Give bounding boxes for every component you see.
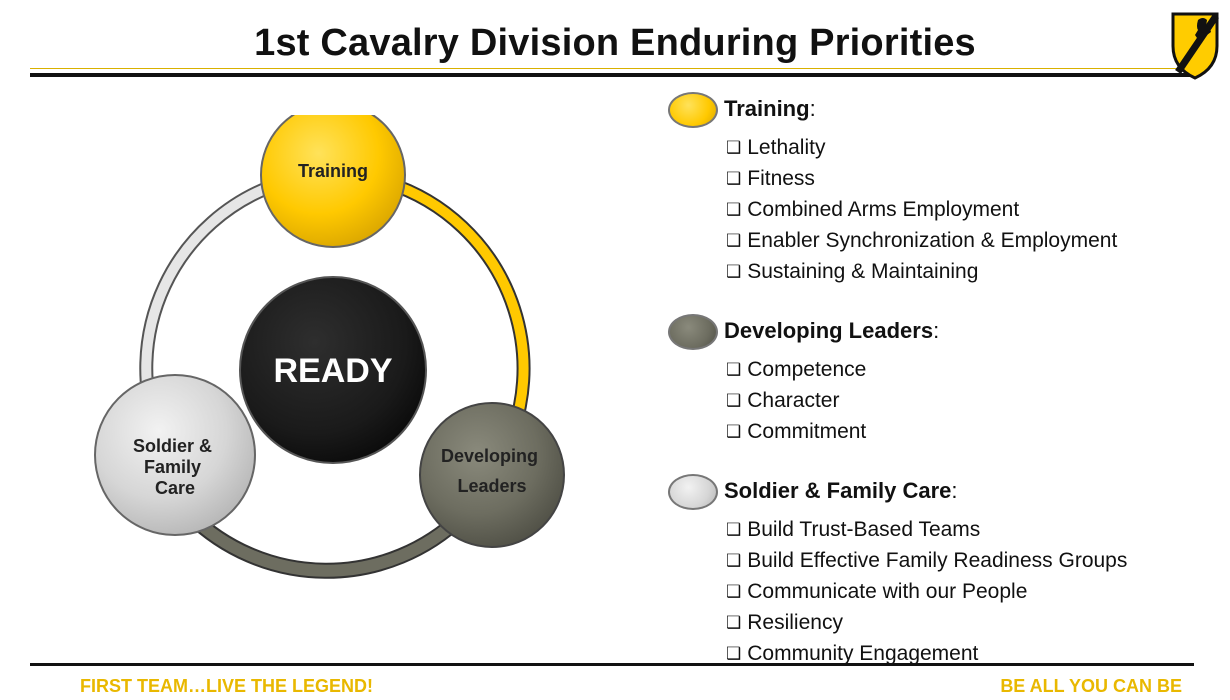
gold-circle-icon bbox=[668, 92, 718, 128]
checkbox-icon: ❑ bbox=[726, 200, 742, 219]
list-item: ❑Lethality bbox=[726, 132, 1117, 163]
list-item: ❑Fitness bbox=[726, 163, 1117, 194]
cavalry-patch-logo bbox=[1171, 12, 1219, 80]
care-node-label-3: Care bbox=[155, 478, 195, 498]
care-node-label-1: Soldier & bbox=[133, 436, 212, 456]
list-item: ❑Build Effective Family Readiness Groups bbox=[726, 545, 1127, 576]
care-node-label-2: Family bbox=[144, 457, 201, 477]
checkbox-icon: ❑ bbox=[726, 582, 742, 601]
section-title: Soldier & Family Care bbox=[724, 478, 952, 503]
checkbox-icon: ❑ bbox=[726, 422, 742, 441]
checkbox-icon: ❑ bbox=[726, 169, 742, 188]
svg-text:Training: Training bbox=[298, 161, 368, 181]
section-title: Training bbox=[724, 96, 810, 121]
checkbox-icon: ❑ bbox=[726, 360, 742, 379]
checkbox-icon: ❑ bbox=[726, 138, 742, 157]
list-item: ❑Competence bbox=[726, 354, 866, 385]
ready-center-circle bbox=[239, 276, 427, 464]
checkbox-icon: ❑ bbox=[726, 231, 742, 250]
list-item: ❑Resiliency bbox=[726, 607, 1127, 638]
list-item: ❑Build Trust-Based Teams bbox=[726, 514, 1127, 545]
training-node bbox=[260, 115, 406, 248]
ready-label: READY bbox=[273, 352, 392, 390]
list-item: ❑Character bbox=[726, 385, 866, 416]
title-underline bbox=[30, 73, 1194, 77]
training-node-label: Training bbox=[298, 161, 368, 181]
page-title: 1st Cavalry Division Enduring Priorities bbox=[254, 22, 976, 64]
light-circle-icon bbox=[668, 474, 718, 510]
checkbox-icon: ❑ bbox=[726, 391, 742, 410]
checkbox-icon: ❑ bbox=[726, 644, 742, 663]
svg-text:Soldier & Family Care: Soldier & Family Care bbox=[133, 436, 217, 498]
leaders-node-label-1: Developing bbox=[441, 446, 538, 466]
footer-rule bbox=[30, 663, 1194, 666]
list-item: ❑Enabler Synchronization & Employment bbox=[726, 225, 1117, 256]
olive-circle-icon bbox=[668, 314, 718, 350]
list-item: ❑Combined Arms Employment bbox=[726, 194, 1117, 225]
checkbox-icon: ❑ bbox=[726, 551, 742, 570]
footer-motto-right: BE ALL YOU CAN BE bbox=[1000, 676, 1182, 696]
section-title: Developing Leaders bbox=[724, 318, 934, 343]
checkbox-icon: ❑ bbox=[726, 520, 742, 539]
list-item: ❑Commitment bbox=[726, 416, 866, 447]
list-item: ❑Sustaining & Maintaining bbox=[726, 256, 1117, 287]
svg-text:Developing Leaders: Developing Leaders bbox=[441, 446, 543, 496]
developing-leaders-node bbox=[419, 402, 565, 548]
soldier-family-care-node bbox=[94, 374, 256, 536]
checkbox-icon: ❑ bbox=[726, 613, 742, 632]
checkbox-icon: ❑ bbox=[726, 262, 742, 281]
list-item: ❑Communicate with our People bbox=[726, 576, 1127, 607]
list-item: ❑Community Engagement bbox=[726, 638, 1127, 669]
priorities-cycle-diagram: READY Training Developing Leaders Soldie… bbox=[94, 115, 565, 579]
leaders-node-label-2: Leaders bbox=[457, 476, 526, 496]
footer-motto-left: FIRST TEAM…LIVE THE LEGEND! bbox=[80, 676, 374, 696]
title-underline-gold bbox=[30, 68, 1194, 69]
